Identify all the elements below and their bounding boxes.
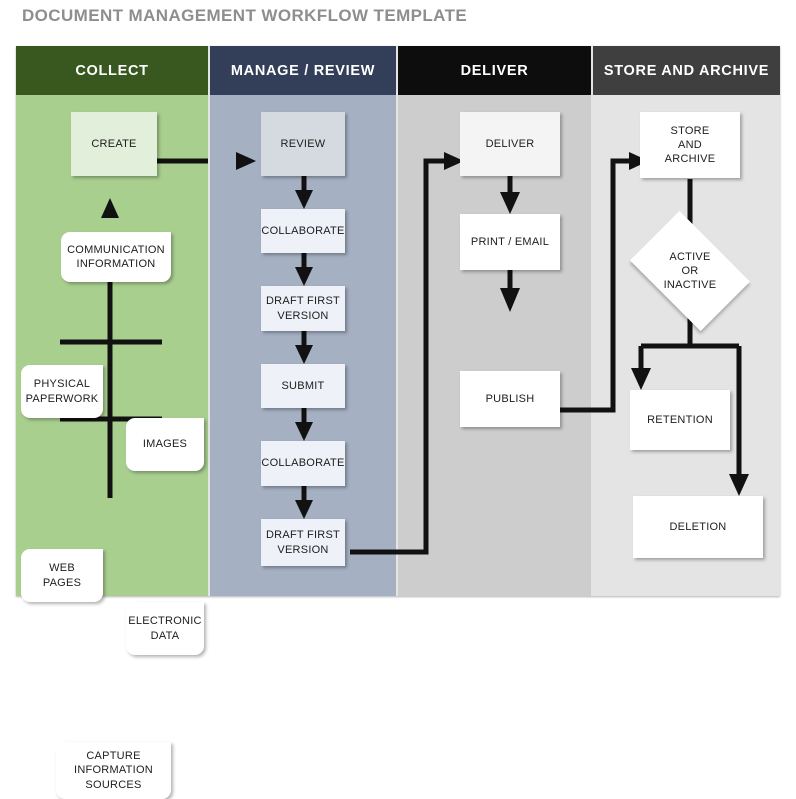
node-active-or-inactive-label: ACTIVE OR INACTIVE (663, 250, 717, 292)
column-header-deliver: DELIVER (398, 46, 591, 95)
node-deletion[interactable]: DELETION (633, 496, 763, 558)
node-communication-information[interactable]: COMMUNICATION INFORMATION (61, 232, 171, 282)
column-store-and-archive: STORE AND ARCHIVE STORE AND ARCHIVE ACTI… (581, 46, 780, 596)
column-manage-review: MANAGE / REVIEW REVIEW COLLABORATE DRAFT (210, 46, 396, 596)
node-print-email[interactable]: PRINT / EMAIL (460, 214, 560, 270)
node-create[interactable]: CREATE (71, 112, 157, 176)
page-title: DOCUMENT MANAGEMENT WORKFLOW TEMPLATE (22, 6, 468, 25)
column-deliver: DELIVER DELIVER PRINT / EMAIL PUBLISH (390, 46, 591, 596)
node-draft-first-version-1[interactable]: DRAFT FIRST VERSION (261, 286, 345, 331)
node-active-or-inactive[interactable]: ACTIVE OR INACTIVE (629, 210, 751, 332)
workflow-board: COLLECT CREATE COMMUNICATION INFORMATION… (16, 46, 780, 799)
node-collaborate-2[interactable]: COLLABORATE (261, 441, 345, 486)
column-header-store-and-archive: STORE AND ARCHIVE (593, 46, 780, 95)
node-capture-information-sources[interactable]: CAPTURE INFORMATION SOURCES (56, 742, 171, 799)
node-retention[interactable]: RETENTION (630, 390, 730, 450)
manage-connectors (236, 152, 396, 555)
node-submit[interactable]: SUBMIT (261, 364, 345, 408)
column-header-manage-review: MANAGE / REVIEW (210, 46, 396, 95)
node-store-and-archive[interactable]: STORE AND ARCHIVE (640, 112, 740, 178)
store-connectors (581, 152, 749, 496)
column-collect: COLLECT CREATE COMMUNICATION INFORMATION… (16, 46, 208, 799)
node-draft-first-version-2[interactable]: DRAFT FIRST VERSION (261, 519, 345, 566)
node-review[interactable]: REVIEW (261, 112, 345, 176)
column-header-collect: COLLECT (16, 46, 208, 95)
node-publish[interactable]: PUBLISH (460, 371, 560, 427)
node-deliver[interactable]: DELIVER (460, 112, 560, 176)
node-web-pages[interactable]: WEB PAGES (21, 549, 103, 602)
node-electronic-data[interactable]: ELECTRONIC DATA (126, 602, 204, 655)
node-physical-paperwork[interactable]: PHYSICAL PAPERWORK (21, 365, 103, 418)
node-collaborate-1[interactable]: COLLABORATE (261, 209, 345, 253)
node-images[interactable]: IMAGES (126, 418, 204, 471)
